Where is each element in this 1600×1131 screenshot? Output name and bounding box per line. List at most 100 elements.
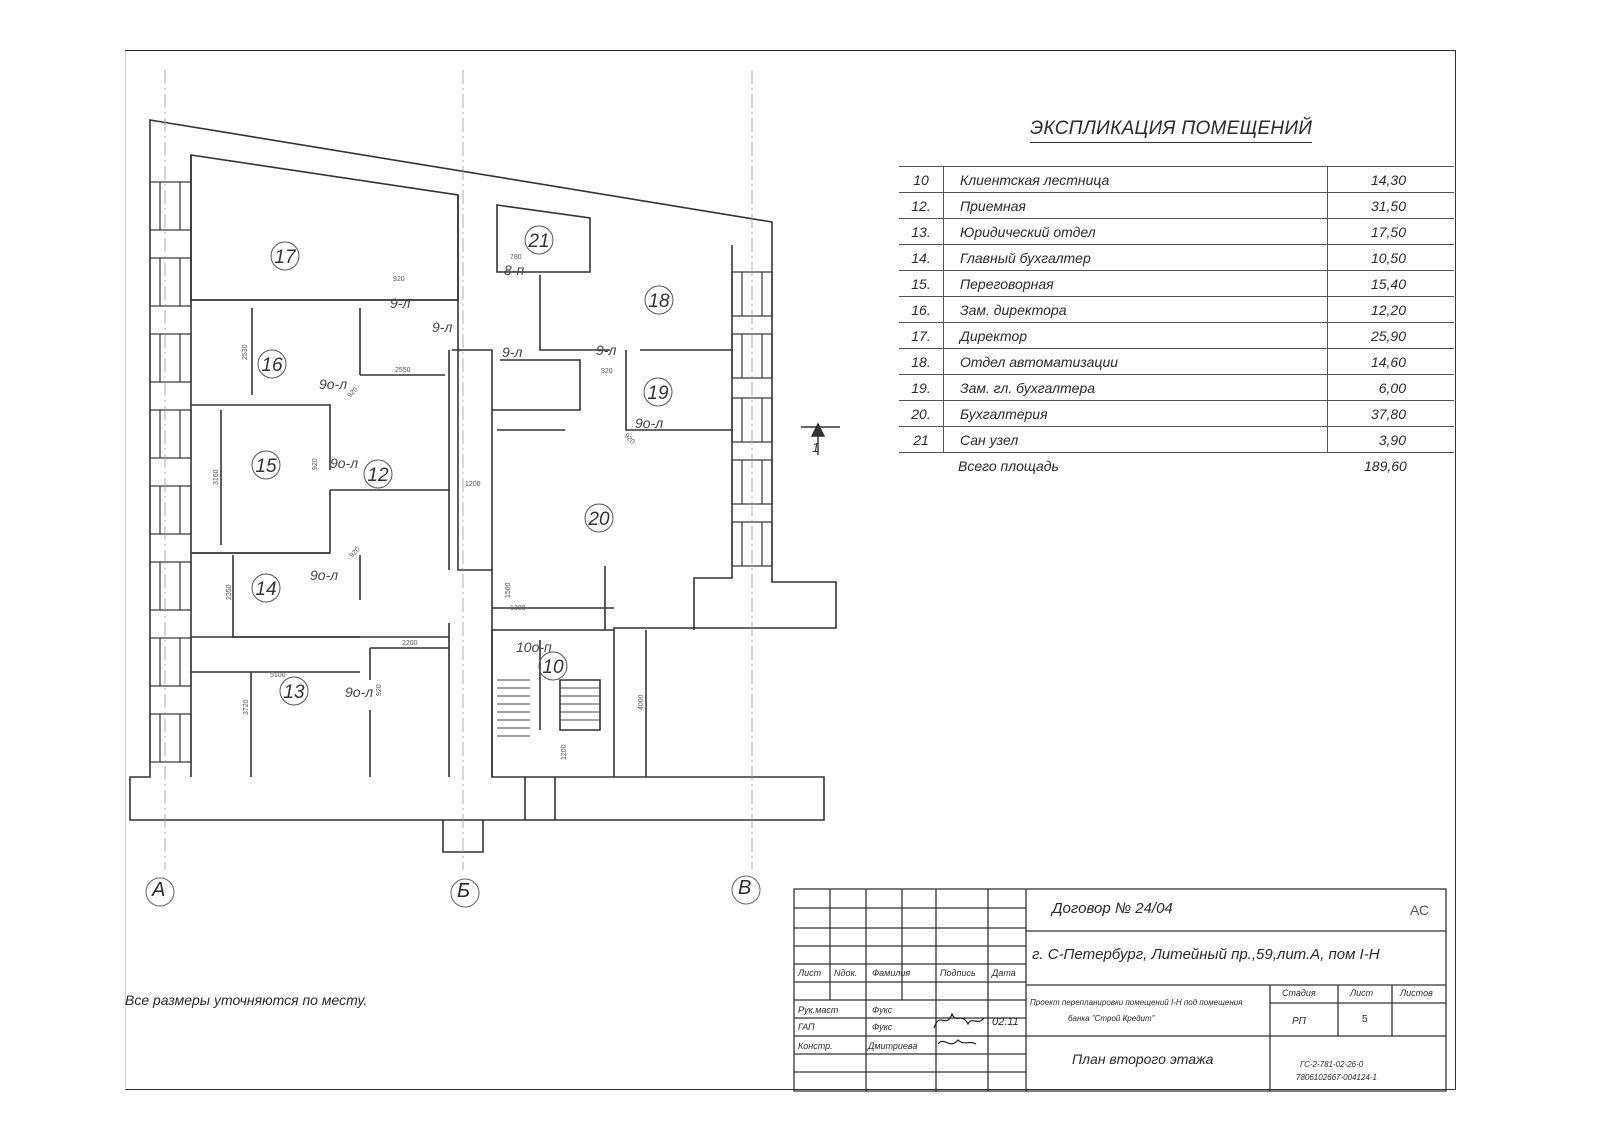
project-description-line2: банка "Строй Кредит" xyxy=(1068,1014,1155,1023)
door-mark: 9-л xyxy=(502,344,522,360)
door-mark: 9о-л xyxy=(345,684,373,700)
dimension-label: 920 xyxy=(376,684,383,696)
explication-row-name: Директор xyxy=(943,322,1328,349)
axis-label-a: А xyxy=(152,879,166,901)
col-header-ndok: Nдок. xyxy=(834,968,858,978)
dimension-label: 920 xyxy=(393,276,405,283)
dimension-label: 2530 xyxy=(242,344,249,360)
sheet-left-edge xyxy=(125,50,126,1088)
col-header-surname: Фамилия xyxy=(872,968,911,978)
explication-row-number: 10 xyxy=(899,166,944,193)
code-top: АС xyxy=(1410,902,1430,918)
stair-treads xyxy=(497,679,600,737)
door-mark: 9-л xyxy=(596,342,616,358)
explication-row-area: 6,00 xyxy=(1327,374,1454,401)
explication-row-name: Юридический отдел xyxy=(943,218,1328,245)
dimension-label: 920 xyxy=(312,458,319,470)
dimension-label: 1500 xyxy=(505,582,512,598)
explication-row-area: 12,20 xyxy=(1327,296,1454,323)
explication-row-area: 17,50 xyxy=(1327,218,1454,245)
stage-label: Стадия xyxy=(1282,988,1316,998)
drawing-title: План второго этажа xyxy=(1072,1051,1214,1067)
sheet-label: Лист xyxy=(1350,988,1374,998)
explication-row-area: 14,60 xyxy=(1327,348,1454,375)
room-number-18: 18 xyxy=(648,291,670,312)
contract-number: Договор № 24/04 xyxy=(1052,900,1173,917)
axis-label-v: В xyxy=(738,877,752,899)
dimensions-note: Все размеры уточняются по месту. xyxy=(125,992,368,1008)
explication-row-number: 17. xyxy=(899,322,944,349)
explication-row-name: Сан узел xyxy=(943,426,1328,453)
explication-row-area: 31,50 xyxy=(1327,192,1454,219)
explication-total-value: 189,60 xyxy=(1364,458,1407,474)
person-role: Рук.маст xyxy=(798,1005,839,1015)
explication-row-name: Главный бухгалтер xyxy=(943,244,1328,271)
explication-row-name: Отдел автоматизации xyxy=(943,348,1328,375)
dimension-label: 2350 xyxy=(226,584,233,600)
dimension-label: 1300 xyxy=(510,605,526,612)
explication-row-name: Приемная xyxy=(943,192,1328,219)
explication-row-number: 12. xyxy=(899,192,944,219)
axis-label-b: Б xyxy=(457,880,471,902)
address: г. С-Петербург, Литейный пр.,59,лит.А, п… xyxy=(1032,946,1380,963)
room-number-20: 20 xyxy=(587,509,610,530)
explication-row-number: 14. xyxy=(899,244,944,271)
section-mark-label: 1 xyxy=(812,440,819,455)
room-number-13: 13 xyxy=(283,682,305,703)
dimension-label: 3720 xyxy=(243,699,250,715)
dimension-label: 2550 xyxy=(395,367,411,374)
explication-row-name: Бухгалтерия xyxy=(943,400,1328,427)
explication-row-name: Клиентская лестница xyxy=(943,166,1328,193)
axis-lines xyxy=(164,70,753,870)
dimension-label: 4000 xyxy=(638,694,645,710)
dimension-label: 1200 xyxy=(465,481,481,488)
title-block-grid xyxy=(793,888,1447,1092)
dimension-label: 2200 xyxy=(402,640,418,647)
explication-row-number: 13. xyxy=(899,218,944,245)
room-number-19: 19 xyxy=(647,383,669,404)
room-number-12: 12 xyxy=(367,465,389,486)
explication-row-name: Зам. директора xyxy=(943,296,1328,323)
explication-row-area: 3,90 xyxy=(1327,426,1454,453)
inner-wall-contour xyxy=(190,154,459,301)
sheet-frame xyxy=(125,50,1456,1090)
explication-row-number: 16. xyxy=(899,296,944,323)
explication-row-area: 15,40 xyxy=(1327,270,1454,297)
room-number-10: 10 xyxy=(542,657,564,678)
door-mark: 9о-л xyxy=(310,567,338,583)
room-number-21: 21 xyxy=(527,231,549,252)
door-mark: 9о-л xyxy=(635,415,663,431)
room-circles xyxy=(251,225,674,706)
room-number-17: 17 xyxy=(274,247,297,268)
door-mark: 8-п xyxy=(504,262,524,278)
explication-row-number: 18. xyxy=(899,348,944,375)
explication-row-number: 20. xyxy=(899,400,944,427)
person-name: Дмитриева xyxy=(868,1041,918,1051)
windows-left xyxy=(149,181,192,763)
door-mark: 9о-л xyxy=(330,455,358,471)
axis-bubbles xyxy=(145,875,761,908)
explication-row-number: 21 xyxy=(899,426,944,453)
person-role: ГАП xyxy=(798,1022,815,1032)
person-role: Констр. xyxy=(798,1041,833,1051)
explication-row-area: 10,50 xyxy=(1327,244,1454,271)
dimension-label: 1200 xyxy=(561,744,568,760)
dimension-label: 920 xyxy=(601,368,613,375)
person-name: Фукс xyxy=(872,1005,893,1015)
explication-row-name: Зам. гл. бухгалтера xyxy=(943,374,1328,401)
explication-row-name: Переговорная xyxy=(943,270,1328,297)
door-mark: 9-л xyxy=(390,295,410,311)
sheet-value: 5 xyxy=(1362,1014,1368,1025)
col-header-signature: Подпись xyxy=(940,968,976,978)
